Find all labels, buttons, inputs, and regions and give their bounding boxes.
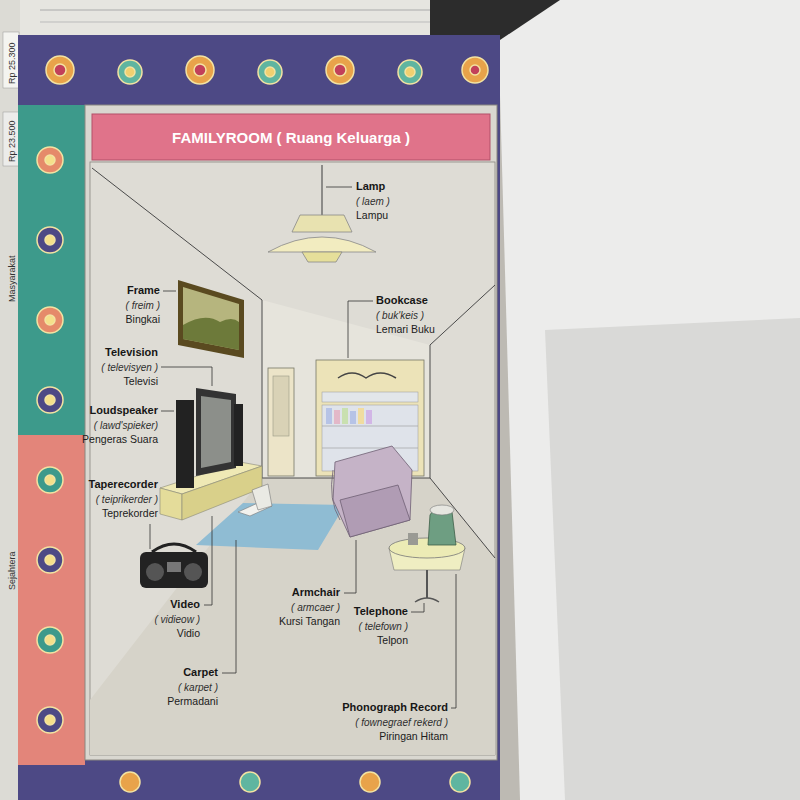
callout-label: Armchair (292, 586, 340, 599)
callout-label: Phonograph Record (342, 701, 448, 714)
translation-label: Bingkai (126, 313, 160, 326)
callout-label: Carpet (183, 666, 218, 679)
translation-label: Telpon (377, 634, 408, 647)
translation-label: Pengeras Suara (82, 433, 158, 446)
pronunciation-label: ( fownegraef rekerd ) (355, 716, 448, 729)
pronunciation-label: ( vidieow ) (154, 613, 200, 626)
title-text: FAMILYROOM ( Ruang Keluarga ) (92, 114, 490, 160)
price-tag-text: Masyarakat (6, 255, 19, 302)
pronunciation-label: ( buk'keis ) (376, 309, 424, 322)
callout-label: Loudspeaker (90, 404, 158, 417)
callout-label: Taperecorder (89, 478, 159, 491)
translation-label: Lemari Buku (376, 323, 435, 336)
pronunciation-label: ( telefown ) (359, 620, 408, 633)
callout-label: Telephone (354, 605, 408, 618)
translation-label: Vidio (177, 627, 200, 640)
callout-label: Frame (127, 284, 160, 297)
pronunciation-label: ( televisyen ) (101, 361, 158, 374)
pronunciation-label: ( armcaer ) (291, 601, 340, 614)
translation-label: Kursi Tangan (279, 615, 340, 628)
translation-label: Lampu (356, 209, 388, 222)
translation-label: Televisi (124, 375, 158, 388)
price-tag-text: Sejahtera (6, 551, 19, 590)
price-tag-text: Rp 25.300 (6, 42, 19, 84)
callout-label: Video (170, 598, 200, 611)
translation-label: Permadani (167, 695, 218, 708)
callout-label: Bookcase (376, 294, 428, 307)
pronunciation-label: ( teiprikerder ) (96, 493, 158, 506)
translation-label: Teprekorder (102, 507, 158, 520)
callout-label: Television (105, 346, 158, 359)
translation-label: Piringan Hitam (379, 730, 448, 743)
pronunciation-label: ( freim ) (126, 299, 160, 312)
pronunciation-label: ( karpet ) (178, 681, 218, 694)
pronunciation-label: ( lawd'spieker) (94, 419, 158, 432)
callout-label: Lamp (356, 180, 385, 193)
pronunciation-label: ( laem ) (356, 195, 390, 208)
price-tag-text: Rp 23.500 (6, 120, 19, 162)
